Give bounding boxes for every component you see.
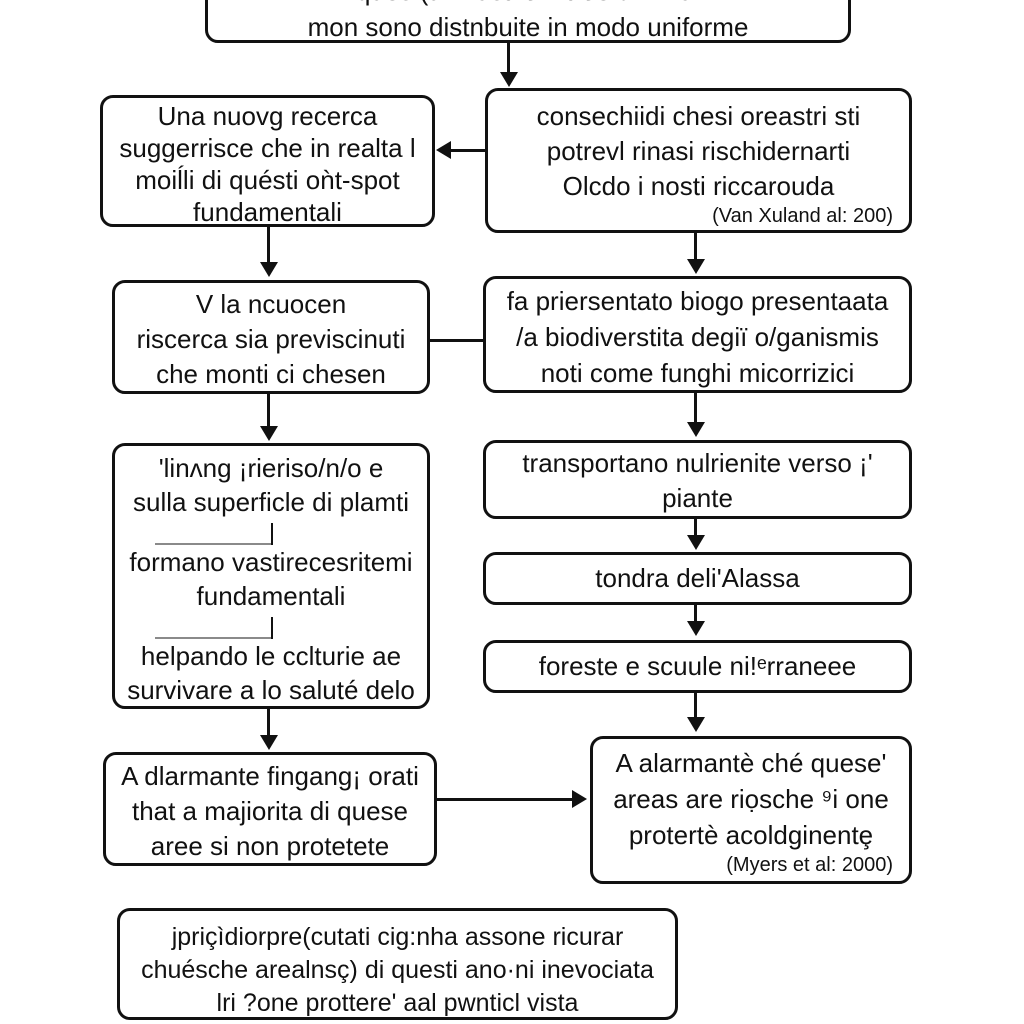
node-text-line: Olcdo i nosti riccarouda (562, 171, 835, 201)
node-text-line: helpando le cclturie ae (140, 641, 402, 671)
arrow-top-to-right1-head (500, 72, 518, 87)
arrow-left1-to-left2-line (267, 227, 270, 264)
node-text-line: areas are riọsche ⁹i one (613, 784, 889, 814)
inner-divider (115, 613, 427, 639)
arrow-top-to-right1-line (507, 43, 510, 74)
node-text-line: A alarmantè ché quese' (615, 748, 887, 778)
arrow-right5-to-right6-line (694, 693, 697, 719)
node-text-line: foreste e scuule ni!ᵉrraneee (538, 651, 857, 681)
node-text-line: riscerca sia previscinuti (136, 324, 406, 354)
node-text-line: fa priersentato biogo presentaata (506, 286, 889, 316)
node-bottom: jpriçìdiorpre(cutati cig:nha assone ricu… (117, 908, 678, 1020)
node-text-line: Una nuovg recerca (157, 101, 378, 131)
arrow-left2-to-left3-line (267, 394, 270, 428)
arrow-left3-to-left4-line (267, 709, 270, 737)
arrow-right1-to-left1-line (450, 149, 485, 152)
node-right-1: consechiidi chesi oreastri sti potrevl r… (485, 88, 912, 233)
node-text-line: survivare a lo saluté delo (127, 675, 415, 705)
node-text-line: mon sono distnbuite in modo uniforme (307, 12, 749, 42)
node-text-line: noti come funghi micorrizici (540, 358, 855, 388)
arrow-left3-to-left4-head (260, 735, 278, 750)
divider-line (155, 637, 273, 639)
arrow-right5-to-right6-head (687, 717, 705, 732)
arrow-left4-to-right6-line (437, 798, 573, 801)
node-text-line: potrevl rinasi rischidernarti (546, 136, 851, 166)
node-right-4: tondra deli'Alassa (483, 552, 912, 605)
node-text-line: aree si non protetete (150, 831, 390, 861)
node-text-line: moiĺli di quésti oǹt-spot (135, 165, 400, 195)
inner-divider (115, 519, 427, 545)
citation-text: (Van Xuland al: 200) (712, 205, 893, 227)
node-text-line: sulla superficle di plamti (132, 487, 409, 517)
node-text-line: transportano nulrienite verso ¡' (522, 448, 873, 478)
arrow-left1-to-left2-head (260, 262, 278, 277)
arrow-right2-to-right3-line (694, 393, 697, 424)
arrow-right3-to-right4-line (694, 519, 697, 537)
arrow-right4-to-right5-line (694, 605, 697, 623)
node-text-line: A dlarmante fingang¡ orati (121, 761, 419, 791)
divider-tick (271, 523, 273, 545)
node-left-4: A dlarmante fingang¡ orati that a majior… (103, 752, 437, 866)
arrow-right3-to-right4-head (687, 535, 705, 550)
node-text-line: that a majiorita di quese (131, 796, 409, 826)
node-text-line: V la ncuocen (195, 289, 347, 319)
node-text-line: fundamentali (193, 197, 342, 227)
node-text-line: /a biodiverstita degiï o/ganismis (516, 322, 879, 352)
node-left-1: Una nuovg recerca suggerrisce che in rea… (100, 95, 435, 227)
node-text-line: tondra deli'Alassa (595, 563, 800, 593)
connector-left2-right2 (430, 339, 483, 342)
node-text-line: piante (662, 483, 733, 513)
node-text-line: chuésche arealnsç) di questi ano·ni inev… (141, 956, 654, 984)
node-text-line: formano vastirecesritemi (129, 547, 413, 577)
arrow-right1-to-right2-head (687, 259, 705, 274)
node-right-3: transportano nulrienite verso ¡' piante (483, 440, 912, 519)
node-text-line: che monti ci chesen (156, 359, 386, 389)
arrow-right1-to-left1-head (436, 141, 451, 159)
node-right-2: fa priersentato biogo presentaata /a bio… (483, 276, 912, 393)
node-top: ques (anil usti onl troe di im al mon so… (205, 0, 851, 43)
node-text-line: 'linʌng ¡rieriso/n/o e (158, 453, 384, 483)
divider-tick (271, 617, 273, 639)
node-left-3: 'linʌng ¡rieriso/n/o e sulla superficle … (112, 443, 430, 709)
arrow-left2-to-left3-head (260, 426, 278, 441)
citation-text: (Myers et al: 2000) (726, 854, 893, 876)
node-right-6: A alarmantè ché quese' areas are riọsche… (590, 736, 912, 884)
arrow-right2-to-right3-head (687, 422, 705, 437)
node-right-5: foreste e scuule ni!ᵉrraneee (483, 640, 912, 693)
node-left-2: V la ncuocen riscerca sia previscinuti c… (112, 280, 430, 394)
node-text-line: jpriçìdiorpre(cutati cig:nha assone ricu… (171, 923, 624, 951)
node-text-line: suggerrisce che in realta l (119, 133, 416, 163)
divider-line (155, 543, 273, 545)
arrow-left4-to-right6-head (572, 790, 587, 808)
node-text-line: ques (anil usti onl troe di im al (208, 0, 848, 9)
arrow-right1-to-right2-line (694, 233, 697, 261)
arrow-right4-to-right5-head (687, 621, 705, 636)
node-text-line: lri ?one prottere' aal pwnticl vista (216, 989, 579, 1017)
node-text-line: protertè acoldginentȩ (628, 820, 874, 850)
node-text-line: consechiidi chesi oreastri sti (536, 101, 861, 131)
node-text-line: fundamentali (196, 581, 346, 611)
